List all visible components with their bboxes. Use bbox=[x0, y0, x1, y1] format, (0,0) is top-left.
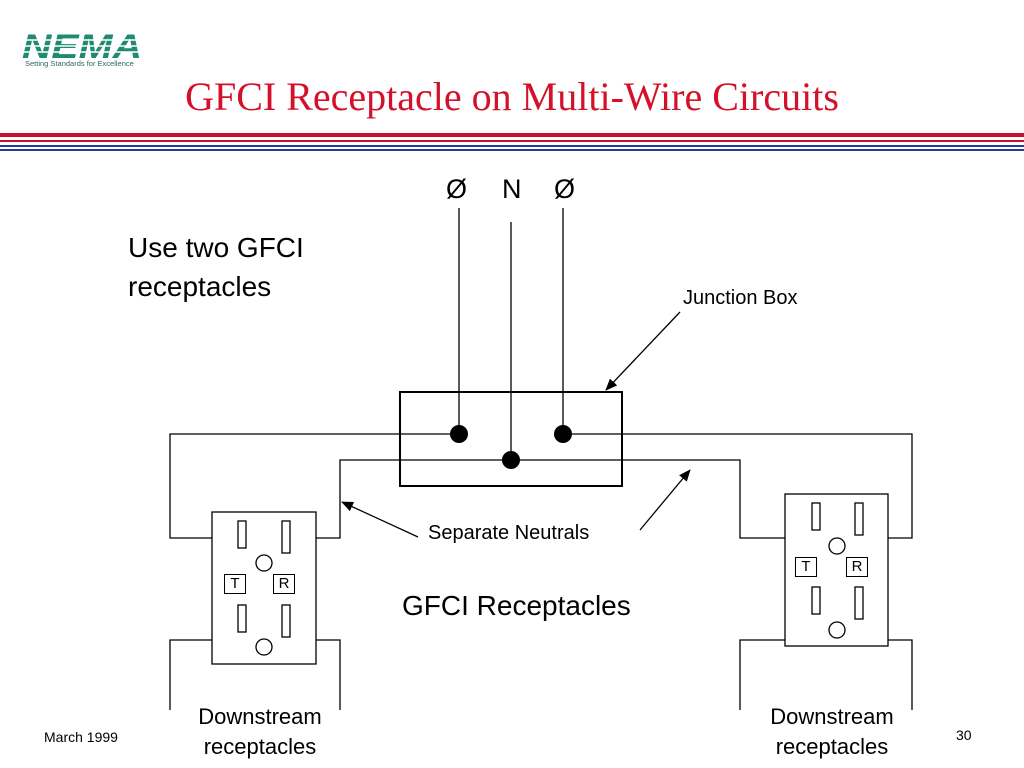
right-test-button: T bbox=[795, 557, 817, 577]
right-downstream-wire-a bbox=[739, 639, 785, 710]
left-reset-button: R bbox=[273, 574, 295, 594]
left-hot-wire bbox=[169, 433, 459, 539]
note-line-1: Use two GFCI bbox=[128, 232, 304, 263]
splice-dot-neutral bbox=[502, 451, 520, 469]
conductor-label-neutral: N bbox=[502, 174, 522, 204]
logo-tagline: Setting Standards for Excellence bbox=[25, 59, 134, 68]
downstream-left-line-2: receptacles bbox=[203, 734, 317, 759]
header-rule-blue bbox=[0, 145, 1024, 147]
right-neutral-wire bbox=[511, 459, 785, 539]
conductor-label-phase-b: Ø bbox=[554, 174, 576, 204]
page-number: 30 bbox=[956, 727, 972, 743]
page-title: GFCI Receptacle on Multi-Wire Circuits bbox=[185, 74, 839, 119]
splice-dot-right bbox=[554, 425, 572, 443]
left-neutral-wire bbox=[316, 459, 511, 539]
splice-dot-left bbox=[450, 425, 468, 443]
left-downstream-wire-b bbox=[316, 639, 341, 710]
header-rule-red bbox=[0, 133, 1024, 137]
separate-neutrals-label: Separate Neutrals bbox=[428, 522, 590, 544]
downstream-right-line-2: receptacles bbox=[775, 734, 889, 759]
junction-box-label: Junction Box bbox=[683, 287, 798, 309]
separate-neutrals-leader-right bbox=[639, 469, 691, 531]
right-downstream-wire-b bbox=[888, 639, 913, 710]
left-test-button: T bbox=[224, 574, 246, 594]
junction-box-leader bbox=[605, 311, 681, 391]
footer-date: March 1999 bbox=[44, 729, 118, 745]
logo-wordmark: NEMA bbox=[22, 28, 142, 66]
conductor-label-phase-a: Ø bbox=[446, 174, 468, 204]
note-line-2: receptacles bbox=[128, 271, 272, 302]
downstream-right-line-1: Downstream bbox=[770, 704, 894, 729]
downstream-left-line-1: Downstream bbox=[198, 704, 322, 729]
header-rule-blue-thin bbox=[0, 149, 1024, 151]
separate-neutrals-leader-left bbox=[341, 501, 419, 538]
right-reset-button: R bbox=[846, 557, 868, 577]
junction-box bbox=[399, 391, 623, 487]
nema-logo: NEMA bbox=[22, 28, 145, 66]
header-rule-red-thin bbox=[0, 140, 1024, 142]
right-hot-wire bbox=[563, 433, 913, 539]
left-downstream-wire-a bbox=[169, 639, 212, 710]
gfci-receptacles-label: GFCI Receptacles bbox=[402, 590, 631, 621]
